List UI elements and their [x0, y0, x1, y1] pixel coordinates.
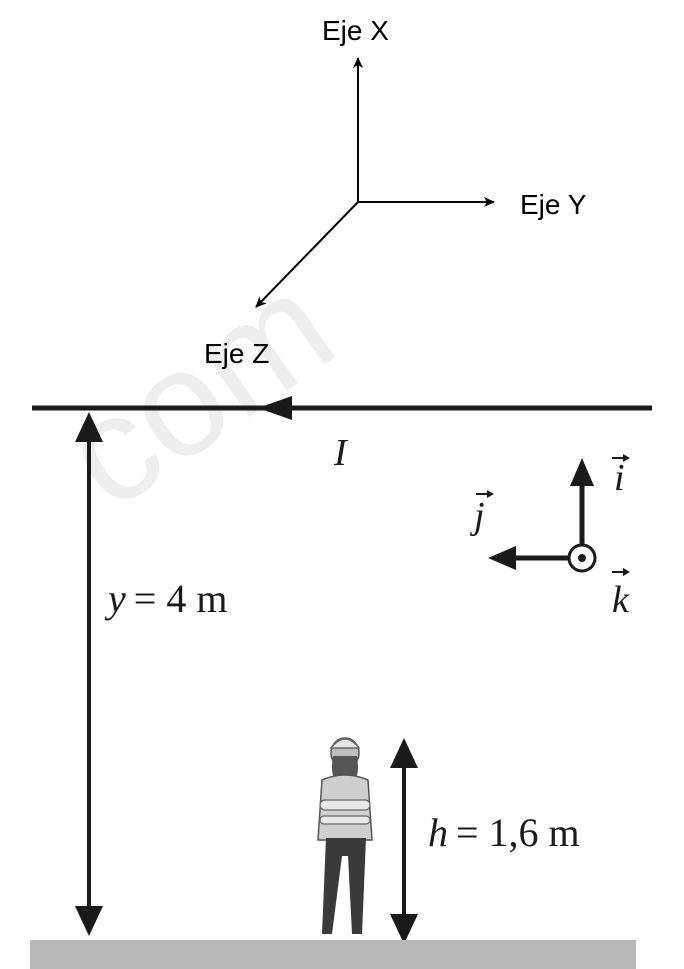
h-dimension-bottom-arrowhead	[390, 914, 418, 944]
h-dimension-top-arrowhead	[390, 738, 418, 768]
y-dimension-label: y= 4 m	[104, 576, 227, 621]
y-symbol: y	[104, 576, 126, 621]
h-dimension: h= 1,6 m	[390, 738, 580, 944]
y-axis-label: Eje Y	[520, 189, 587, 220]
j-vector-arrowhead	[488, 546, 516, 570]
current-direction-arrow	[258, 396, 292, 420]
y-value: = 4 m	[134, 576, 228, 621]
person-icon	[317, 737, 373, 934]
y-dimension-top-arrowhead	[75, 412, 103, 442]
i-vector-arrowhead	[570, 458, 594, 486]
h-value: = 1,6 m	[456, 810, 580, 855]
k-label: k	[612, 568, 630, 621]
watermark-text: com	[33, 240, 361, 540]
unit-vectors: i j k	[469, 454, 630, 621]
ground	[30, 940, 636, 969]
axes-reference: Eje X Eje Y Eje Z	[204, 15, 587, 369]
svg-text:i: i	[614, 457, 625, 499]
x-axis-label: Eje X	[322, 15, 389, 46]
h-dimension-label: h= 1,6 m	[428, 810, 580, 855]
wire: I	[32, 396, 652, 474]
z-axis-label: Eje Z	[204, 338, 269, 369]
current-label: I	[333, 432, 349, 474]
out-of-page-symbol	[567, 543, 597, 573]
j-label: j	[469, 490, 494, 537]
h-symbol: h	[428, 810, 448, 855]
svg-text:k: k	[612, 579, 630, 621]
y-dimension: y= 4 m	[75, 412, 227, 936]
i-label: i	[612, 454, 630, 499]
z-axis-arrow	[255, 201, 359, 308]
svg-text:j: j	[469, 495, 485, 537]
y-dimension-bottom-arrowhead	[75, 906, 103, 936]
